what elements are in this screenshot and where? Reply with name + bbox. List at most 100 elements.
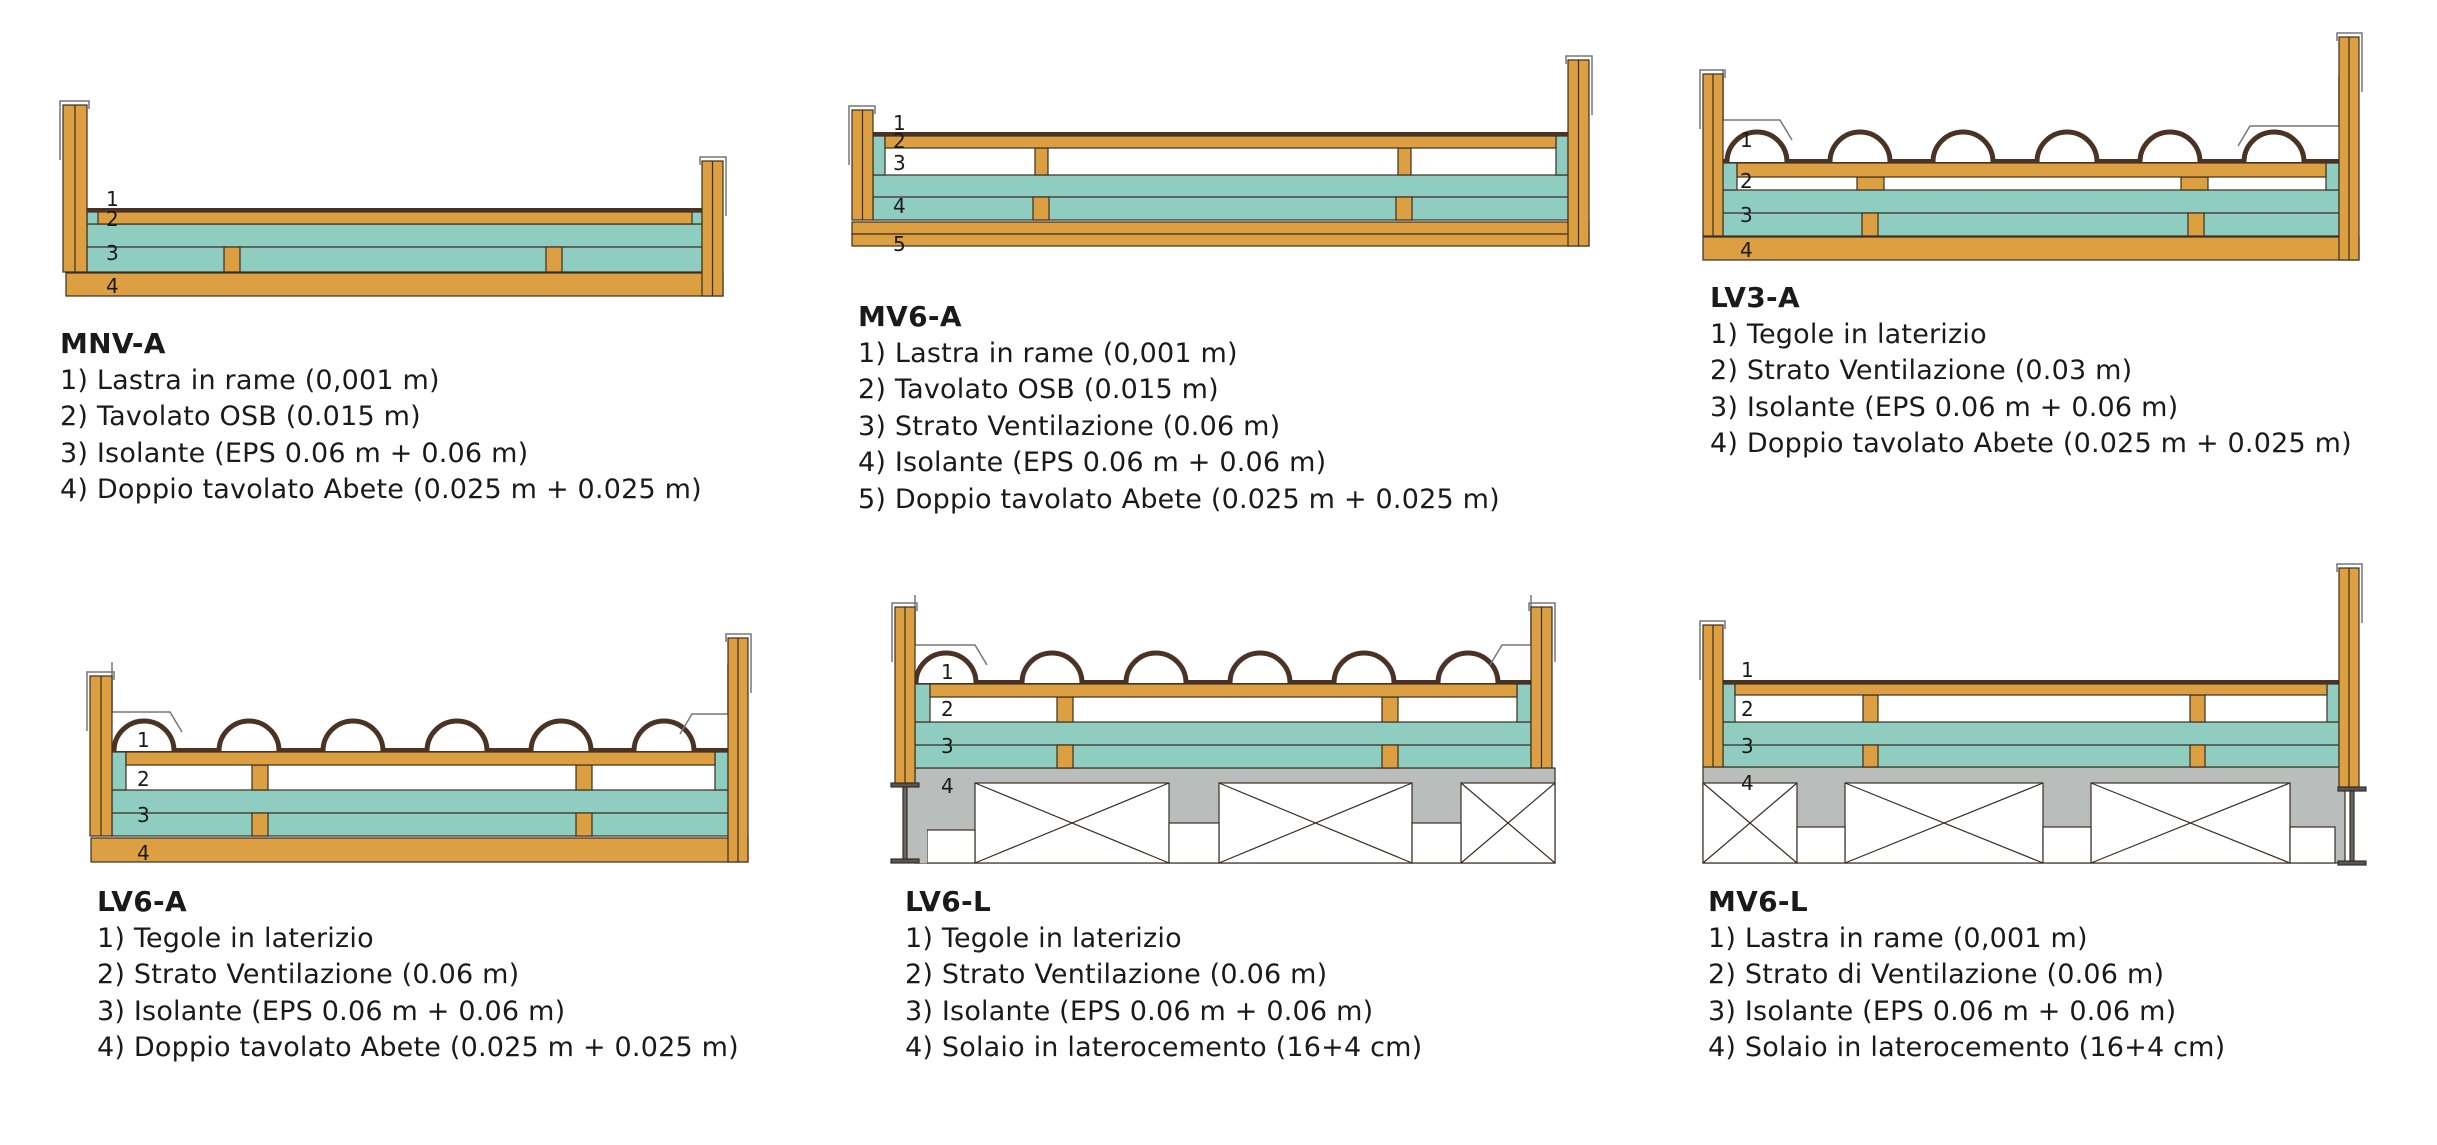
layer-number-label: 1 [106, 187, 119, 211]
layer-item: 2) Strato Ventilazione (0.03 m) [1710, 355, 2133, 386]
roof-tile-arch [216, 718, 282, 752]
side-flashing [1489, 595, 1532, 666]
fir-board-upper [851, 221, 1590, 235]
layer-item: 3) Strato Ventilazione (0.06 m) [858, 410, 1281, 442]
slab-void [2042, 826, 2092, 864]
slab-void [2289, 826, 2336, 864]
batten [1395, 196, 1413, 221]
batten [1034, 147, 1049, 176]
legend-lv6-l: LV6-L 1) Tegole in laterizio 2) Strato V… [905, 884, 1422, 1067]
eps-edge-right [714, 751, 729, 791]
batten [2187, 212, 2205, 237]
batten [545, 246, 563, 273]
layer-number-label: 3 [137, 803, 150, 827]
layer-number-label: 1 [893, 111, 906, 135]
layer-item: 3) Isolante (EPS 0.06 m + 0.06 m) [60, 437, 529, 469]
eps-edge-left [872, 135, 886, 176]
slab-void [1796, 826, 1846, 864]
double-fir-board [1702, 236, 2360, 261]
tile-batten-board [1736, 162, 2327, 178]
eps-edge-left [914, 683, 931, 723]
roof-tile-arch [1435, 650, 1501, 684]
block-cross [974, 782, 1170, 864]
section-title: MV6-L [1708, 885, 1808, 918]
eps-edge-left [1722, 162, 1738, 191]
section-title: MV6-A [858, 300, 962, 333]
block-cross [1460, 782, 1556, 864]
roof-tile-arch [1827, 129, 1893, 163]
batten [1861, 212, 1879, 237]
layer-item: 1) Lastra in rame (0,001 m) [1708, 922, 2088, 954]
batten [1862, 694, 1879, 723]
block-cross [1702, 782, 1798, 864]
eps-edge-right [2325, 162, 2340, 191]
eps-edge-left [1722, 683, 1736, 723]
roof-tile-arch [424, 718, 490, 752]
batten [251, 812, 269, 837]
copper-sheet [87, 208, 702, 212]
layer-number-label: 2 [893, 129, 906, 153]
batten [223, 246, 241, 273]
roof-tile-arch [913, 650, 979, 684]
batten [2180, 176, 2209, 191]
layer-item: 4) Doppio tavolato Abete (0.025 m + 0.02… [1710, 428, 2352, 459]
batten [1381, 696, 1399, 723]
legend-mv6-l: MV6-L 1) Lastra in rame (0,001 m) 2) Str… [1708, 884, 2225, 1067]
flashing-cap [1528, 602, 1556, 662]
layer-item: 4) Doppio tavolato Abete (0.025 m + 0.02… [60, 474, 702, 505]
batten [1381, 744, 1399, 769]
layer-number-label: 1 [1741, 658, 1754, 682]
slab-void [926, 829, 976, 864]
roof-tile-arch [528, 718, 594, 752]
layer-number-label: 2 [1741, 697, 1754, 721]
section-title: LV6-A [97, 885, 187, 918]
roof-tile-arch [1331, 650, 1397, 684]
section-title: MNV-A [60, 327, 166, 360]
roof-tile-arch [2137, 129, 2203, 163]
osb-board [1734, 683, 2328, 696]
batten [1056, 744, 1074, 769]
flashing-cap [1699, 69, 1726, 129]
layer-item: 2) Tavolato OSB (0.015 m) [858, 374, 1219, 405]
flashing-cap [86, 671, 115, 731]
batten [251, 764, 269, 791]
layer-number-label: 3 [1740, 203, 1753, 227]
tile-batten-board [929, 683, 1518, 698]
legend-lv6-a: LV6-A 1) Tegole in laterizio 2) Strato V… [97, 884, 739, 1067]
layer-number-label: 1 [137, 728, 150, 752]
layer-item: 1) Tegole in laterizio [1710, 318, 1987, 350]
block-cross [2090, 782, 2291, 864]
layer-item: 3) Isolante (EPS 0.06 m + 0.06 m) [97, 995, 566, 1027]
flashing-cap [1565, 55, 1593, 115]
roof-tile-arch [111, 718, 177, 752]
flashing-cap [2336, 32, 2363, 92]
layer-number-label: 2 [941, 697, 954, 721]
layer-number-label: 4 [1741, 771, 1754, 795]
tile-underlay [1723, 159, 2339, 163]
double-fir-board [90, 837, 749, 863]
layer-number-label: 4 [137, 841, 150, 865]
steel-beam-web [2349, 790, 2355, 862]
layer-number-label: 4 [1740, 238, 1753, 262]
layer-item: 1) Lastra in rame (0,001 m) [60, 364, 440, 396]
layer-number-label: 4 [893, 194, 906, 218]
copper-sheet [873, 132, 1568, 136]
side-flashing [679, 664, 729, 735]
section-title: LV6-L [905, 885, 992, 918]
tile-underlay [112, 748, 728, 752]
roof-tile-arch [1930, 129, 1996, 163]
flashing-cap [891, 602, 918, 662]
eps-edge-right [1555, 135, 1569, 176]
layer-number-label: 4 [106, 274, 119, 298]
flashing-cap [725, 633, 752, 693]
layer-number-label: 2 [106, 207, 119, 231]
layer-item: 4) Doppio tavolato Abete (0.025 m + 0.02… [97, 1032, 739, 1063]
layer-item: 1) Tegole in laterizio [97, 922, 374, 954]
layer-number-label: 3 [941, 734, 954, 758]
layer-item: 3) Isolante (EPS 0.06 m + 0.06 m) [905, 995, 1374, 1027]
roof-tile-arch [1019, 650, 1085, 684]
tile-batten-board [125, 751, 716, 766]
layer-number-label: 1 [941, 660, 954, 684]
